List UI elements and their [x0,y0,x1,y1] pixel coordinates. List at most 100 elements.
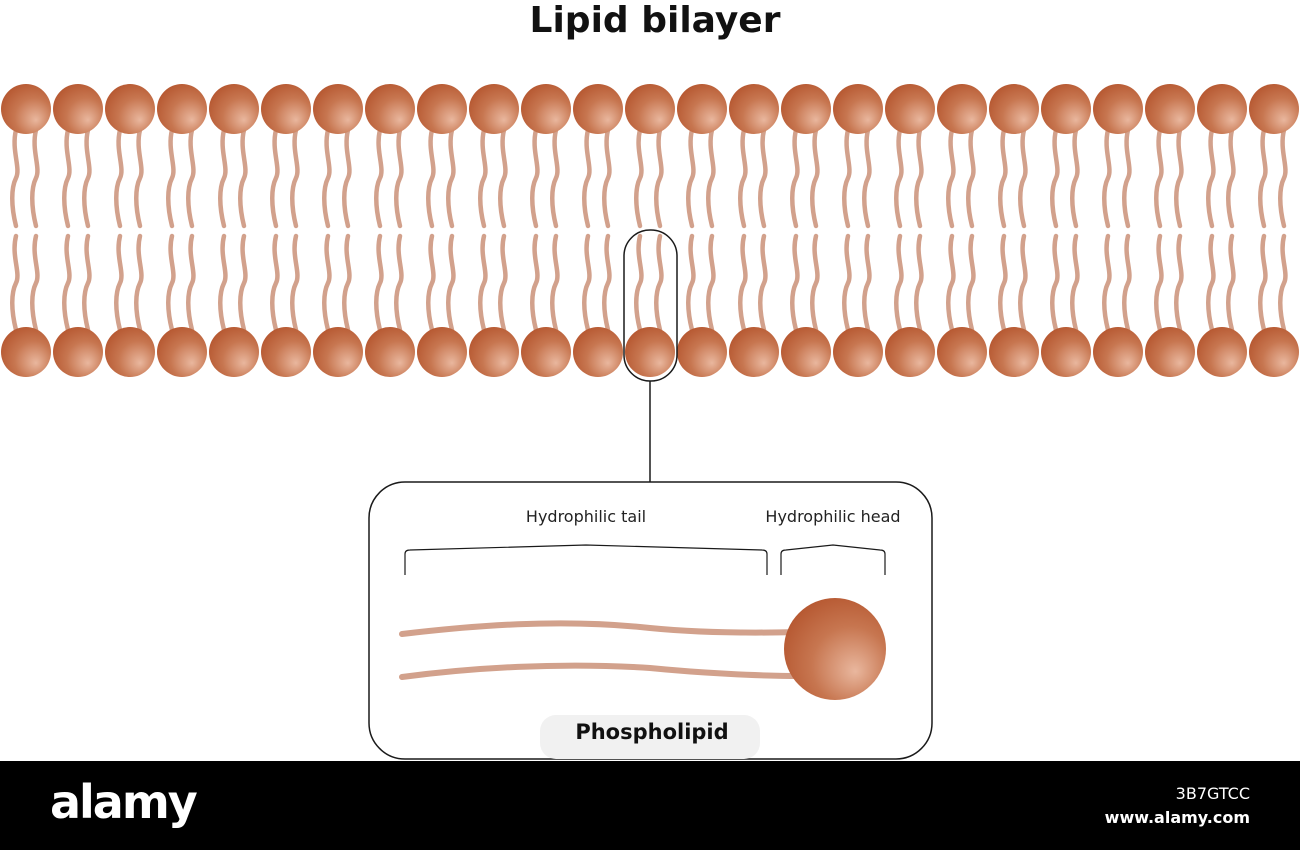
lipid-bilayer-diagram: Lipid bilayer Hydrophilic tail Hydrophil… [1,0,1299,760]
upper-tail [238,127,248,229]
upper-phospholipid-head [313,84,363,134]
lower-tail [634,233,644,333]
lower-tail [914,233,924,333]
lower-tail [1278,233,1288,333]
lower-tail [582,233,592,333]
lower-phospholipid-head [417,327,467,377]
lower-tail [894,233,904,333]
lower-phospholipid-head [209,327,259,377]
upper-phospholipid-head [1,84,51,134]
lower-tail [1050,233,1060,333]
upper-tail [966,127,976,229]
upper-phospholipid-head [781,84,831,134]
upper-tail [82,127,92,229]
lower-tail [1018,233,1028,333]
lower-phospholipid-head [1197,327,1247,377]
upper-tail [602,127,612,229]
lower-tail [186,233,196,333]
head-brace [780,544,886,575]
lower-phospholipid-head [469,327,519,377]
lower-phospholipid-head [1041,327,1091,377]
upper-tail [394,127,404,229]
lower-phospholipid-head [573,327,623,377]
lower-phospholipid-head [1,327,51,377]
lower-tail [946,233,956,333]
upper-tail [374,127,384,229]
upper-tail [862,127,872,229]
upper-tail [530,127,540,229]
lower-tail [686,233,696,333]
lower-tail [790,233,800,333]
lower-tail [1102,233,1112,333]
lower-tail [446,233,456,333]
lower-tail [62,233,72,333]
lower-phospholipid-head [677,327,727,377]
upper-phospholipid-head [677,84,727,134]
brand-logo: alamy [50,775,198,829]
lower-phospholipid-head [365,327,415,377]
upper-phospholipid-head [937,84,987,134]
footer-bar: alamy 3B7GTCC www.alamy.com [0,761,1300,850]
diagram-title: Lipid bilayer [530,0,781,41]
upper-tail [218,127,228,229]
lower-tail [114,233,124,333]
upper-tail [114,127,124,229]
phospholipid-caption: Phospholipid [575,720,728,744]
upper-tail [290,127,300,229]
upper-tail [134,127,144,229]
detail-phospholipid-head [784,598,886,700]
lower-leaflet-tails [10,233,1288,333]
lower-tail [758,233,768,333]
upper-phospholipid-head [521,84,571,134]
upper-phospholipid-head [53,84,103,134]
upper-tail [1050,127,1060,229]
upper-phospholipid-head [989,84,1039,134]
lower-tail [30,233,40,333]
lower-tail [1070,233,1080,333]
lower-tail [998,233,1008,333]
tail-label: Hydrophilic tail [526,507,646,526]
lower-phospholipid-head [521,327,571,377]
lower-phospholipid-head [625,327,675,377]
lower-tail [10,233,20,333]
upper-tail [654,127,664,229]
upper-tail [998,127,1008,229]
upper-phospholipid-head [1249,84,1299,134]
upper-tail [894,127,904,229]
website-url: www.alamy.com [1104,808,1250,827]
lower-tail [1226,233,1236,333]
lower-phospholipid-head [157,327,207,377]
upper-phospholipid-head [365,84,415,134]
upper-tail [446,127,456,229]
upper-tail [478,127,488,229]
lower-phospholipid-head [781,327,831,377]
lower-tail [342,233,352,333]
upper-tail [686,127,696,229]
lower-tail [498,233,508,333]
lower-tail [238,233,248,333]
lower-tail [1206,233,1216,333]
upper-tail [634,127,644,229]
upper-tail [706,127,716,229]
lower-tail [322,233,332,333]
lower-phospholipid-head [937,327,987,377]
detail-tail-lower [399,662,803,680]
upper-tail [1258,127,1268,229]
tail-brace [404,544,768,575]
lower-tail [1258,233,1268,333]
upper-tail [498,127,508,229]
head-label: Hydrophilic head [765,507,900,526]
upper-phospholipid-head [573,84,623,134]
upper-tail [1018,127,1028,229]
upper-phospholipid-head [417,84,467,134]
image-id: 3B7GTCC [1175,784,1250,803]
upper-phospholipid-head [885,84,935,134]
lower-tail [602,233,612,333]
caption-pill [540,715,760,759]
upper-tail [1070,127,1080,229]
upper-tail [1174,127,1184,229]
lower-tail [966,233,976,333]
lower-phospholipid-head [1145,327,1195,377]
lower-tail [1154,233,1164,333]
lower-phospholipid-head [1093,327,1143,377]
